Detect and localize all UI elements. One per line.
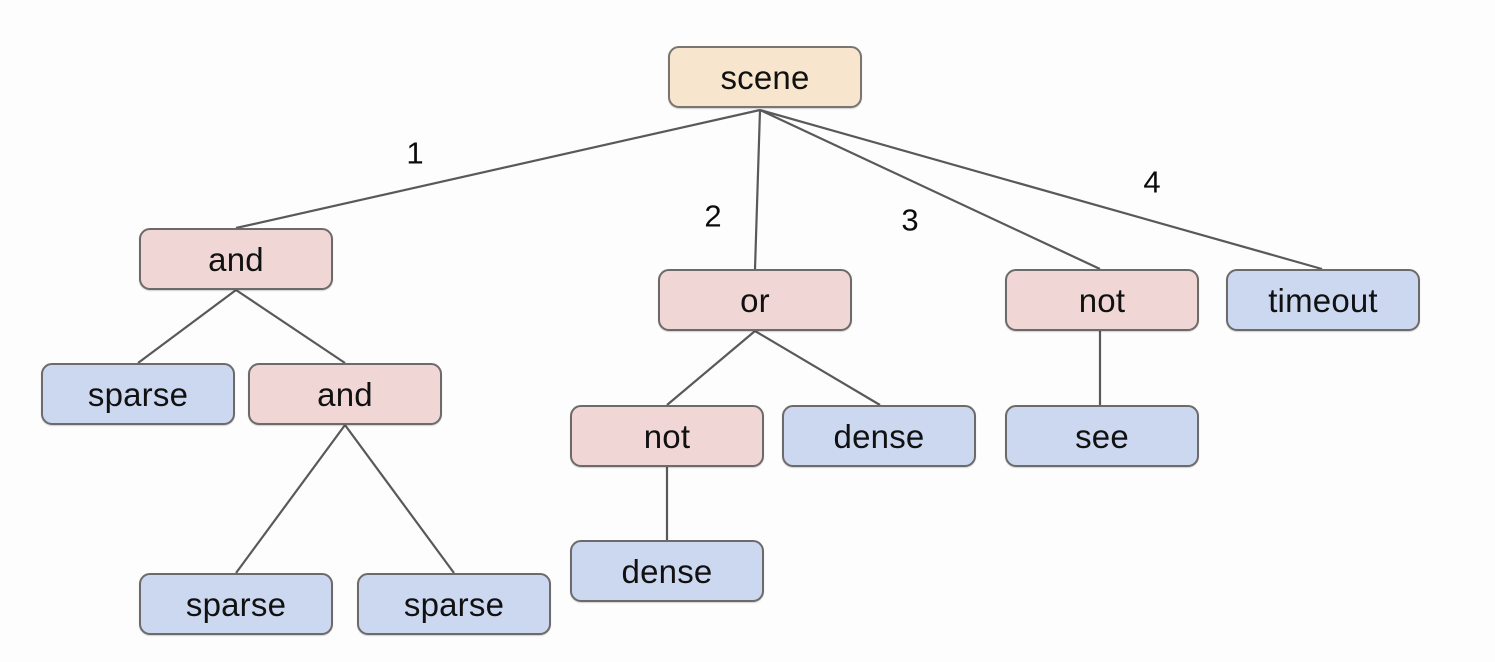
tree-node-sparse2[interactable]: sparse xyxy=(139,573,333,635)
tree-edge xyxy=(754,330,881,406)
tree-edge xyxy=(235,424,346,574)
tree-node-sparse3[interactable]: sparse xyxy=(357,573,551,635)
tree-node-not_mid[interactable]: not xyxy=(570,405,764,467)
tree-node-scene[interactable]: scene xyxy=(668,46,862,108)
edge-label: 4 xyxy=(1143,164,1161,200)
tree-node-see[interactable]: see xyxy=(1005,405,1199,467)
tree-node-not_right[interactable]: not xyxy=(1005,269,1199,331)
edge-label: 3 xyxy=(901,202,919,238)
tree-edge xyxy=(344,424,455,574)
tree-edge xyxy=(759,109,1101,270)
tree-node-or1[interactable]: or xyxy=(658,269,852,331)
tree-edge xyxy=(235,108,761,230)
tree-edge xyxy=(137,289,237,364)
edge-label: 2 xyxy=(704,198,722,234)
tree-node-dense_mid[interactable]: dense xyxy=(782,405,976,467)
tree-node-sparse1[interactable]: sparse xyxy=(41,363,235,425)
tree-edge xyxy=(759,108,1323,271)
tree-edge xyxy=(666,330,756,406)
tree-node-and2[interactable]: and xyxy=(248,363,442,425)
tree-node-dense_low[interactable]: dense xyxy=(570,540,764,602)
tree-edge xyxy=(753,109,762,270)
edge-label: 1 xyxy=(406,135,424,171)
tree-node-and1[interactable]: and xyxy=(139,228,333,290)
tree-node-timeout[interactable]: timeout xyxy=(1226,269,1420,331)
tree-edge xyxy=(235,289,346,364)
